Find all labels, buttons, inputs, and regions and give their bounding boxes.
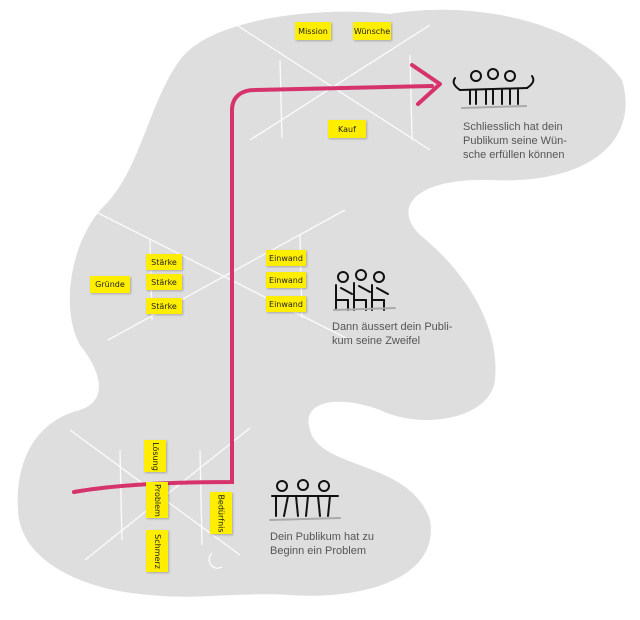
sticky-note-einwand-3: Einwand [266, 296, 306, 312]
sticky-note-einwand-1: Einwand [266, 250, 306, 266]
sticky-note-beduerfnis: Bedürfnis [210, 492, 232, 534]
sticky-note-staerke-1: Stärke [146, 254, 182, 270]
caption-stage-2: Dann äussert dein Publi- kum seine Zweif… [332, 321, 453, 347]
sticky-note-loesung: Lösung [144, 440, 166, 472]
sticky-note-staerke-3: Stärke [146, 298, 182, 314]
background-blob [17, 9, 626, 597]
sticky-note-kauf: Kauf [328, 120, 366, 138]
sticky-note-problem: Problem [146, 482, 168, 518]
sticky-note-einwand-2: Einwand [266, 272, 306, 288]
sticky-note-schmerz: Schmerz [146, 530, 168, 572]
three-people-chairs-icon [333, 269, 396, 311]
three-people-sitting-icon [269, 479, 341, 521]
chalk-swirl [208, 552, 223, 569]
sticky-note-staerke-2: Stärke [146, 274, 182, 290]
caption-stage-3: Schliesslich hat dein Publikum seine Wün… [463, 121, 567, 161]
sticky-note-gruende: Gründe [90, 276, 130, 293]
sticky-note-wuensche: Wünsche [353, 22, 391, 40]
arrowhead-icon [410, 63, 442, 106]
caption-stage-1: Dein Publikum hat zu Beginn ein Problem [270, 531, 374, 557]
journey-path [72, 84, 434, 494]
three-people-cheering-icon [452, 68, 535, 109]
sticky-note-mission: Mission [295, 22, 331, 40]
